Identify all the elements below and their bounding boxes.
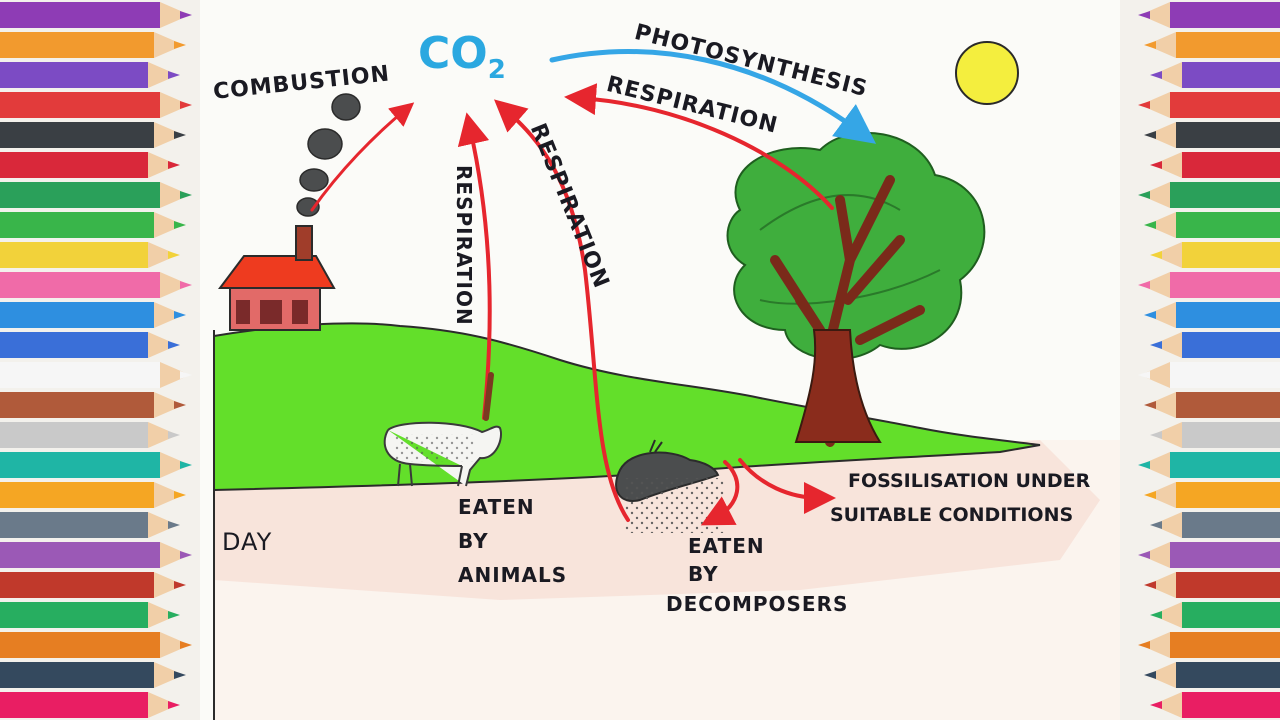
- house: [218, 225, 336, 331]
- pencil: [0, 32, 186, 58]
- pencil: [1150, 242, 1280, 268]
- pencil: [1150, 152, 1280, 178]
- fossilisation-label: FOSSILISATION UNDER SUITABLE CONDITIONS: [830, 464, 1090, 532]
- pencil: [1138, 452, 1280, 478]
- eaten-by-decomposers-label: EATEN BY DECOMPOSERS: [666, 532, 848, 620]
- pencil: [0, 122, 186, 148]
- pencil: [0, 452, 192, 478]
- fossilisation-arrow: [738, 458, 836, 514]
- pencil: [0, 92, 192, 118]
- eaten-by-decomposers-line-1: EATEN: [688, 534, 765, 558]
- pencil: [0, 512, 180, 538]
- pencil: [0, 632, 192, 658]
- pencil: [0, 692, 180, 718]
- pencil: [1138, 2, 1280, 28]
- drawing-paper: CO2 COMBUSTION PHOTOSYNTHESIS RESPIRATIO…: [200, 0, 1120, 720]
- pencil: [0, 392, 186, 418]
- eaten-by-animals-line-3: ANIMALS: [458, 563, 568, 587]
- pencil: [0, 572, 186, 598]
- pencil: [1144, 572, 1280, 598]
- pencil: [1150, 422, 1280, 448]
- pencil: [0, 302, 186, 328]
- pencil: [1150, 692, 1280, 718]
- pencil: [1144, 662, 1280, 688]
- arrows: [310, 49, 877, 526]
- pencil: [0, 152, 180, 178]
- eaten-by-animals-label: EATEN BY ANIMALS: [458, 490, 567, 592]
- respiration-animal-label: RESPIRATION: [452, 165, 476, 326]
- pencil: [1150, 332, 1280, 358]
- pencil: [0, 542, 192, 568]
- pencil: [1144, 482, 1280, 508]
- goat: [383, 421, 502, 487]
- pencil: [0, 212, 186, 238]
- decomposer-arrow: [700, 460, 740, 526]
- pencil: [0, 482, 186, 508]
- pencil: [0, 182, 192, 208]
- eaten-by-animals-line-2: BY: [458, 529, 489, 553]
- pencil: [0, 2, 192, 28]
- smoke: [296, 93, 361, 217]
- eaten-by-decomposers-line-2: BY: [688, 562, 719, 586]
- pencil: [0, 602, 180, 628]
- pencil: [0, 332, 180, 358]
- day-label: DAY: [222, 528, 273, 556]
- pencil: [1144, 212, 1280, 238]
- respiration-tree-arrow: [564, 83, 834, 210]
- pencil-border-right: [1138, 2, 1280, 718]
- pencil: [0, 662, 186, 688]
- pencil: [1144, 32, 1280, 58]
- pencil: [1138, 92, 1280, 118]
- pencil: [1150, 512, 1280, 538]
- pencil: [1138, 182, 1280, 208]
- eaten-by-animals-line-1: EATEN: [458, 495, 535, 519]
- eaten-by-decomposers-line-3: DECOMPOSERS: [666, 592, 849, 616]
- pencil: [1138, 362, 1280, 388]
- pencil: [1150, 602, 1280, 628]
- co2-label: CO2: [418, 28, 506, 85]
- pencil: [1138, 632, 1280, 658]
- pencil: [1144, 302, 1280, 328]
- tree: [726, 131, 986, 447]
- pencil: [0, 422, 180, 448]
- pencil: [1138, 542, 1280, 568]
- pencil: [0, 362, 192, 388]
- pencil-border-left: [0, 2, 192, 718]
- respiration-decomposer-arrow: [494, 99, 630, 522]
- combustion-arrow: [310, 102, 415, 212]
- respiration-animal-stalk: [483, 372, 494, 421]
- pencil: [1138, 272, 1280, 298]
- pencil: [1144, 122, 1280, 148]
- photosynthesis-arrow: [549, 49, 877, 144]
- pencil: [0, 272, 192, 298]
- pencil: [1150, 62, 1280, 88]
- carbon-cycle-scene: [213, 41, 1120, 720]
- fossilisation-line-2: SUITABLE CONDITIONS: [830, 504, 1074, 526]
- pencil: [0, 242, 180, 268]
- sun: [955, 41, 1019, 105]
- pencil: [0, 62, 180, 88]
- fossilisation-line-1: FOSSILISATION UNDER: [848, 470, 1091, 492]
- pencil: [1144, 392, 1280, 418]
